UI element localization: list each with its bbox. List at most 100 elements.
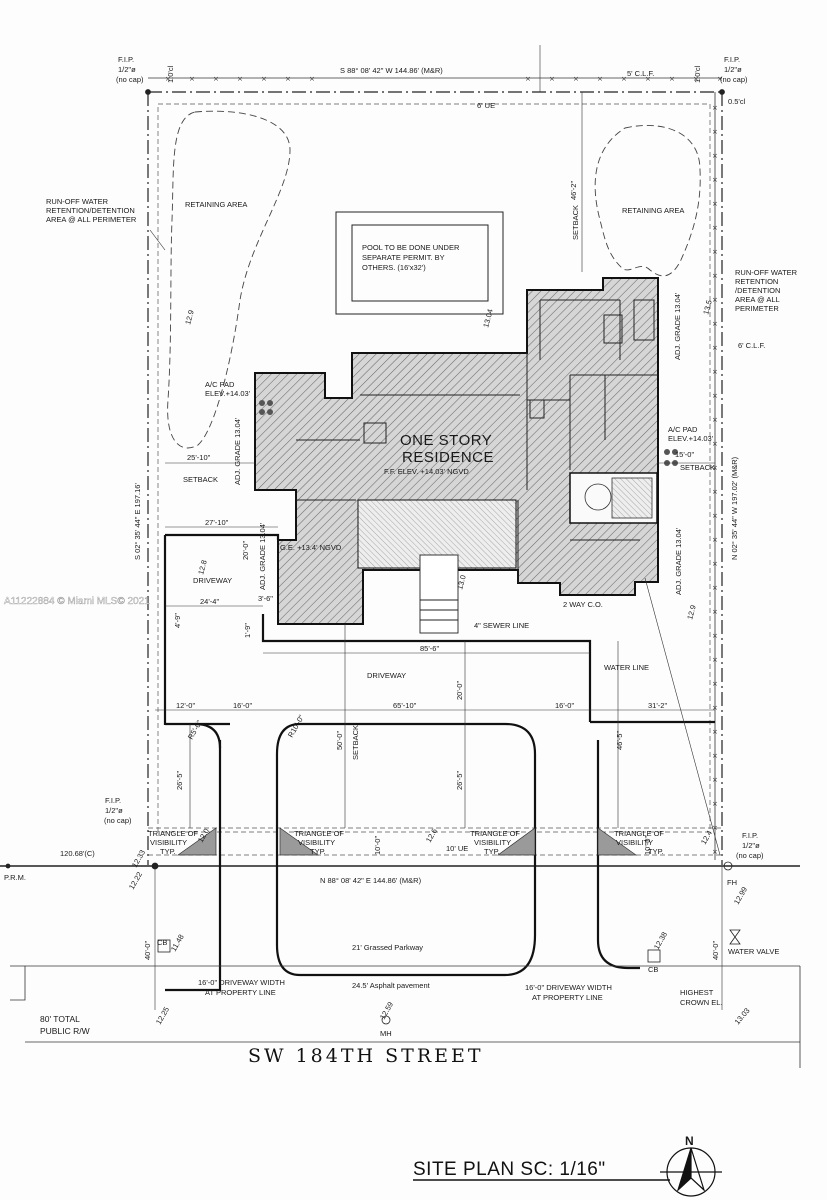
pool-note-1: POOL TO BE DONE UNDER: [362, 243, 460, 252]
fence-x-mark: ×: [213, 75, 219, 83]
dim-05cl: 0.5'cl: [728, 97, 746, 106]
fence-x-mark: ×: [165, 75, 171, 83]
triangle-4-a: TRIANGLE OF: [614, 829, 664, 838]
fence-x-mark: ×: [712, 536, 718, 544]
runoff-right-4: AREA @ ALL: [735, 295, 780, 304]
bearing-bottom: N 88° 08' 42" E 144.86' (M&R): [320, 876, 422, 885]
residence-line1: ONE STORY: [400, 432, 492, 449]
fence-x-mark: ×: [712, 200, 718, 208]
fip-top-right-3: (no cap): [720, 75, 748, 84]
triangle-1-a: TRIANGLE OF: [148, 829, 198, 838]
runoff-right-5: PERIMETER: [735, 304, 779, 313]
dim-1cl-right: 1.0'cl: [693, 65, 702, 83]
prm-label: P.R.M.: [4, 873, 26, 882]
dim-left-setback: 25'-10": [187, 453, 211, 462]
dim-40-0-left: 40'-0": [143, 941, 152, 960]
fence-x-mark: ×: [712, 584, 718, 592]
elev-12-6: 12.6: [424, 827, 439, 844]
fip-top-left-3: (no cap): [116, 75, 144, 84]
adj-grade-3: ADJ. GRADE 13.04': [673, 292, 682, 360]
retaining-area-right: [594, 125, 701, 277]
elev-13-0: 13.0: [455, 574, 467, 590]
crown-1: HIGHEST: [680, 988, 714, 997]
interior-walls: [296, 299, 658, 583]
dim-20-0-a: 20'-0": [455, 681, 464, 700]
dim-27-10: 27'-10": [205, 518, 229, 527]
pool-note-3: OTHERS. (16'x32'): [362, 263, 426, 272]
street-name: SW 184TH STREET: [248, 1045, 484, 1067]
drive-width-l-1: 16'-0" DRIVEWAY WIDTH: [198, 978, 285, 987]
runoff-left-1: RUN-OFF WATER: [46, 197, 109, 206]
fence-x-mark: ×: [712, 632, 718, 640]
dim-46-5: 46'-5": [615, 731, 624, 750]
dim-26-5-b: 26'-5": [455, 771, 464, 790]
fip-bl-2: 1/2"ø: [105, 806, 123, 815]
fip-bl-1: F.I.P.: [105, 796, 121, 805]
bearing-right: N 02° 35' 44" W 197.02' (M&R): [730, 456, 739, 560]
utility-markers: [5, 89, 741, 1025]
ue-bottom: 10' UE: [446, 844, 468, 853]
triangle-1-b: VISIBILITY: [150, 838, 187, 847]
pool-note-2: SEPARATE PERMIT. BY: [362, 253, 445, 262]
dim-4-9: 4'-9": [173, 613, 182, 628]
chain-link-fence: [148, 77, 722, 860]
elev-13-04: 13.04: [481, 308, 495, 328]
dim-31-2: 31'-2": [648, 701, 667, 710]
north-label: N: [685, 1134, 694, 1148]
dim-65-10: 65'-10": [393, 701, 417, 710]
fence-x-mark: ×: [712, 848, 718, 856]
easement-lines: [148, 103, 722, 856]
elev-12-9-a: 12.9: [183, 309, 195, 325]
dim-16-0-b: 16'-0": [555, 701, 574, 710]
fence-x-mark: ×: [712, 320, 718, 328]
fence-x-mark: ×: [712, 416, 718, 424]
setback-left: SETBACK: [183, 475, 218, 484]
fip-bl-3: (no cap): [104, 816, 132, 825]
grassed-label: 21' Grassed Parkway: [352, 943, 423, 952]
dim-20-0-b: 20'-0": [241, 541, 250, 560]
adj-grade-1: ADJ. GRADE 13.04': [233, 417, 242, 485]
fence-x-mark: ×: [712, 752, 718, 760]
fence-x-mark: ×: [309, 75, 315, 83]
elev-11-48: 11.48: [169, 933, 186, 953]
mls-watermark: A11222884 © Miami MLS© 2021: [4, 596, 150, 607]
dim-top-setback: 46'-2": [569, 181, 578, 200]
fence-x-mark: ×: [237, 75, 243, 83]
setback-right: SETBACK: [680, 463, 715, 472]
fence-x-mark: ×: [712, 728, 718, 736]
fence-x-mark: ×: [712, 368, 718, 376]
triangle-2-b: VISIBILITY: [298, 838, 335, 847]
setback-top: SETBACK: [571, 205, 580, 240]
fip-br-3: (no cap): [736, 851, 764, 860]
elev-12-9-b: 12.9: [685, 604, 697, 620]
dim-40-0-right: 40'-0": [711, 941, 720, 960]
two-way-label: 2 WAY C.O.: [563, 600, 603, 609]
fence-x-mark: ×: [712, 176, 718, 184]
fip-top-right-2: 1/2"ø: [724, 65, 742, 74]
dim-120: 120.68'(C): [60, 849, 95, 858]
bearing-top: S 88° 08' 42" W 144.86' (M&R): [340, 66, 443, 75]
drive-width-l-2: AT PROPERTY LINE: [205, 988, 276, 997]
adj-grade-4: ADJ. GRADE 13.04': [674, 527, 683, 595]
fence-x-mark: ×: [712, 128, 718, 136]
crown-2: CROWN EL.: [680, 998, 723, 1007]
fip-top-left-1: F.I.P.: [118, 55, 134, 64]
ac-pad-right-2: ELEV.+14.03': [668, 434, 714, 443]
elev-13-03: 13.03: [733, 1006, 752, 1026]
fence-x-mark: ×: [717, 75, 723, 83]
dimension-lines: [149, 45, 723, 1010]
entry-steps: [419, 554, 459, 634]
fence-x-mark: ×: [712, 560, 718, 568]
fence-x-mark: ×: [525, 75, 531, 83]
fence-x-mark: ×: [712, 800, 718, 808]
fip-top-left-2: 1/2"ø: [118, 65, 136, 74]
dim-85-6: 85'-6": [420, 644, 439, 653]
fence-x-mark: ×: [645, 75, 651, 83]
dim-right-setback: 15'-0": [675, 450, 694, 459]
runoff-right-3: /DETENTION: [735, 286, 780, 295]
dim-10-0-a: 10'-0": [373, 836, 382, 855]
ac-pad-right-1: A/C PAD: [668, 425, 698, 434]
ac-pad-left-1: A/C PAD: [205, 380, 235, 389]
